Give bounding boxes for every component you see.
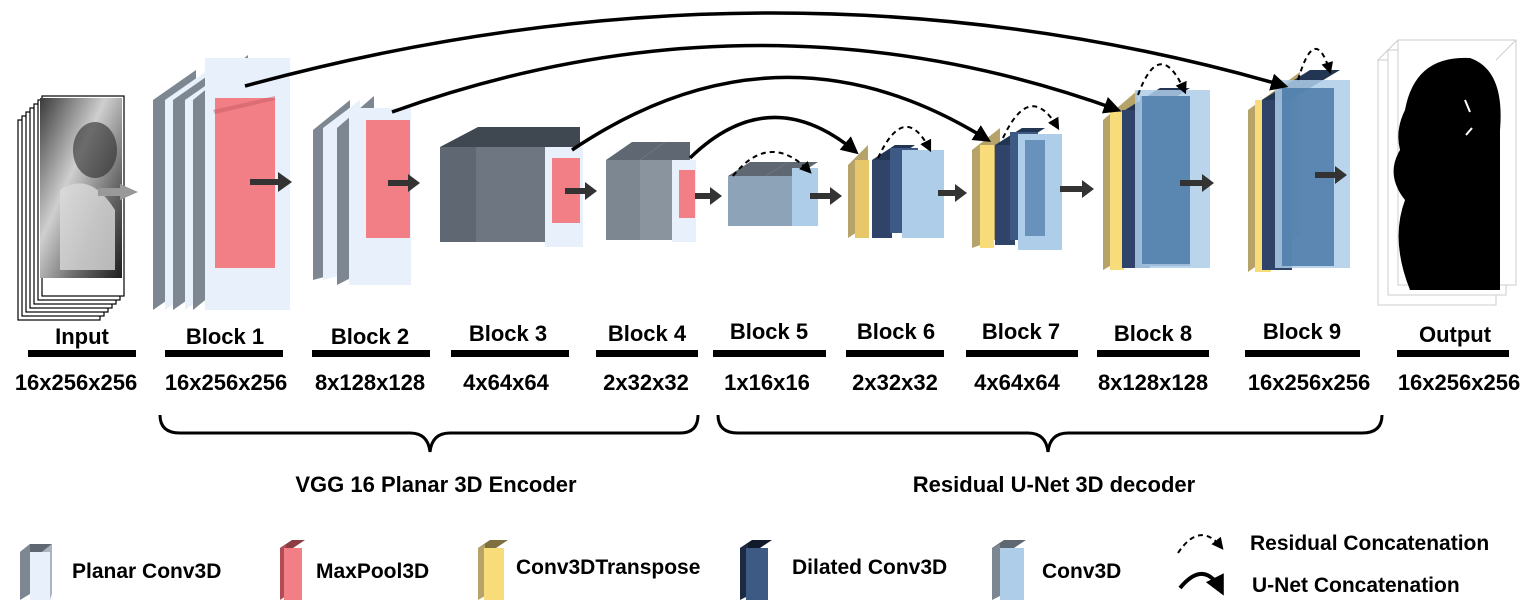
group-braces bbox=[158, 414, 1384, 453]
block-4-shape bbox=[606, 142, 696, 242]
block-label-4: Block 4 bbox=[607, 321, 687, 346]
dim-block-9: 16x256x256 bbox=[1247, 370, 1371, 395]
block-label-8: Block 8 bbox=[1113, 321, 1193, 346]
block-3-shape bbox=[440, 127, 583, 247]
legend-label-conv3d-transpose: Conv3DTranspose bbox=[516, 556, 701, 579]
dim-block-4: 2x32x32 bbox=[603, 370, 689, 395]
block-7-shape bbox=[972, 128, 1062, 250]
block-9-shape bbox=[1248, 70, 1350, 272]
dim-block-6: 2x32x32 bbox=[852, 370, 938, 395]
block-1-shape bbox=[153, 55, 290, 310]
legend-icon-planar-conv3d bbox=[20, 544, 52, 600]
legend-icon-conv3d-transpose bbox=[478, 540, 508, 600]
legend-label-planar-conv3d: Planar Conv3D bbox=[72, 560, 222, 583]
block-5-shape bbox=[728, 162, 818, 226]
dim-block-1: 16x256x256 bbox=[164, 370, 288, 395]
legend-icon-maxpool3d bbox=[280, 540, 305, 600]
block-label-1: Block 1 bbox=[185, 324, 265, 349]
legend-label-dilated-conv3d: Dilated Conv3D bbox=[792, 556, 948, 579]
decoder-group-label: Residual U-Net 3D decoder bbox=[912, 472, 1196, 497]
legend-icon-residual-concat bbox=[1177, 534, 1224, 554]
block-6-shape bbox=[848, 145, 944, 238]
legend-icon-unet-concat bbox=[1178, 571, 1224, 596]
legend-icon-dilated-conv3d bbox=[740, 540, 772, 600]
legend-icon-conv3d bbox=[992, 540, 1026, 600]
input-image-stack bbox=[17, 95, 138, 321]
block-2-shape bbox=[313, 96, 411, 285]
dim-output: 16x256x256 bbox=[1397, 370, 1521, 395]
block-label-input: Input bbox=[55, 324, 109, 349]
block-label-5: Block 5 bbox=[729, 319, 809, 344]
legend-label-unet-concat: U-Net Concatenation bbox=[1252, 574, 1460, 597]
dim-block-8: 8x128x128 bbox=[1097, 370, 1209, 395]
block-label-9: Block 9 bbox=[1262, 319, 1342, 344]
dim-input: 16x256x256 bbox=[14, 370, 138, 395]
block-label-2: Block 2 bbox=[330, 324, 410, 349]
block-label-3: Block 3 bbox=[468, 321, 548, 346]
dim-block-2: 8x128x128 bbox=[314, 370, 426, 395]
block-8-shape bbox=[1103, 88, 1210, 270]
dim-block-7: 4x64x64 bbox=[974, 370, 1060, 395]
forward-arrows bbox=[250, 166, 1347, 205]
legend-label-conv3d: Conv3D bbox=[1042, 560, 1122, 583]
legend-label-residual-concat: Residual Concatenation bbox=[1250, 532, 1490, 555]
block-label-7: Block 7 bbox=[981, 319, 1061, 344]
residual-concatenation-arcs bbox=[732, 48, 1333, 177]
encoder-group-label: VGG 16 Planar 3D Encoder bbox=[295, 472, 577, 497]
dim-block-5: 1x16x16 bbox=[724, 370, 810, 395]
label-underlines bbox=[28, 350, 1509, 357]
legend-label-maxpool3d: MaxPool3D bbox=[316, 560, 430, 583]
output-image-stack bbox=[1377, 39, 1517, 306]
block-label-output: Output bbox=[1418, 322, 1492, 347]
block-label-6: Block 6 bbox=[856, 319, 936, 344]
dim-block-3: 4x64x64 bbox=[463, 370, 549, 395]
unet-concatenation-arcs bbox=[244, 11, 1289, 160]
